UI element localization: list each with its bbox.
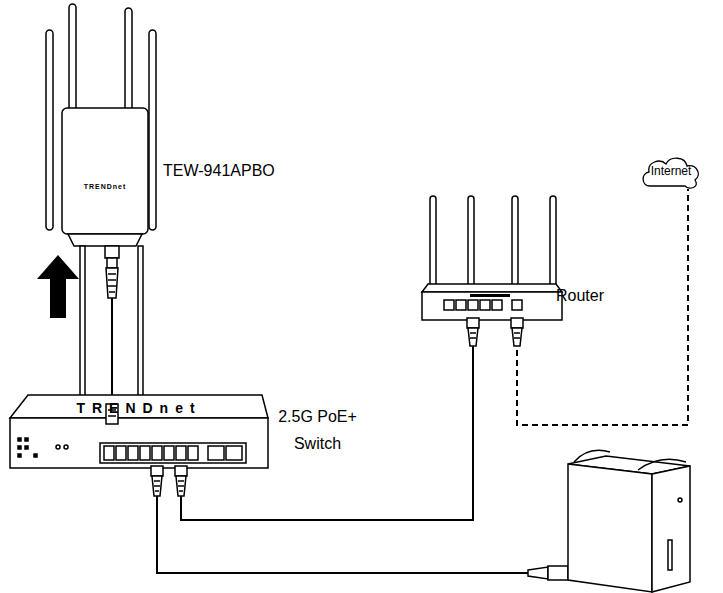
sfp-port — [208, 446, 224, 460]
router-front — [422, 292, 562, 320]
router-logo-mark — [470, 294, 510, 297]
access-point-base — [68, 234, 142, 246]
cable-plug — [176, 476, 186, 496]
ethernet-port — [128, 446, 138, 460]
antenna — [468, 196, 474, 286]
cable-plug — [151, 466, 163, 476]
port-frame — [100, 443, 246, 463]
device-label: Internet — [640, 164, 702, 178]
led — [18, 438, 21, 441]
ethernet-port — [104, 446, 114, 460]
up-arrow — [37, 255, 79, 318]
antenna — [46, 30, 53, 230]
cable-plug — [175, 466, 187, 476]
device-label: TEW-941APBO — [163, 161, 275, 181]
antenna — [149, 30, 156, 230]
access-point — [46, 4, 156, 398]
antenna — [512, 196, 518, 286]
drive-slot — [668, 540, 672, 570]
device-label: 2.5G PoE+ Switch — [275, 403, 360, 457]
antenna — [69, 4, 76, 110]
cable-plug — [511, 318, 523, 328]
led — [34, 454, 37, 457]
plug-grip — [178, 481, 184, 491]
device-label: Router — [556, 286, 604, 306]
computer-front — [652, 466, 690, 592]
logo-text: TRENDnet — [10, 399, 268, 417]
wan-port — [512, 300, 522, 310]
logo-text: TRENDnet — [62, 181, 148, 192]
antenna — [80, 246, 85, 398]
led — [18, 446, 21, 449]
led — [25, 446, 28, 449]
ethernet-port — [176, 446, 186, 460]
ethernet-port — [456, 300, 466, 310]
led — [25, 438, 28, 441]
ethernet-port — [140, 446, 150, 460]
cable-plug — [468, 328, 478, 346]
computer-cable — [157, 496, 528, 573]
connector-nut — [105, 246, 119, 258]
computer — [528, 450, 690, 592]
ethernet-port — [468, 300, 478, 310]
switch-top — [10, 395, 268, 418]
ethernet-port — [116, 446, 126, 460]
cable-plug — [528, 567, 548, 579]
switch — [10, 395, 268, 496]
power-button — [678, 498, 682, 502]
led — [18, 454, 21, 457]
connector-nut — [107, 258, 117, 268]
access-point-node: TEW-941APBO — [45, 0, 157, 242]
antenna — [138, 246, 143, 398]
antenna — [430, 196, 436, 286]
switch-front — [10, 418, 268, 468]
cable-plug — [152, 476, 162, 496]
cable-plug — [106, 268, 118, 298]
access-point-body — [62, 108, 148, 234]
router-node: Router — [420, 190, 565, 320]
plug-grip — [470, 333, 476, 338]
ethernet-port — [444, 300, 454, 310]
ethernet-port — [188, 446, 198, 460]
ethernet-port — [152, 446, 162, 460]
led — [64, 445, 68, 449]
plug-grip — [514, 333, 520, 338]
cable-plug — [548, 566, 568, 580]
computer-handle — [574, 450, 686, 470]
router — [422, 196, 562, 346]
antenna — [125, 8, 132, 110]
led — [56, 445, 60, 449]
plug-grip — [154, 481, 160, 491]
ethernet-port — [480, 300, 490, 310]
sfp-port — [226, 446, 242, 460]
plug-grip — [108, 274, 116, 292]
antenna — [550, 196, 556, 286]
internet-cloud: Internet — [640, 155, 702, 189]
computer-side — [568, 464, 652, 592]
cable-plug — [512, 328, 522, 346]
cable-plug — [467, 318, 479, 328]
ethernet-port — [492, 300, 502, 310]
ethernet-port — [164, 446, 174, 460]
router-top — [422, 284, 562, 292]
